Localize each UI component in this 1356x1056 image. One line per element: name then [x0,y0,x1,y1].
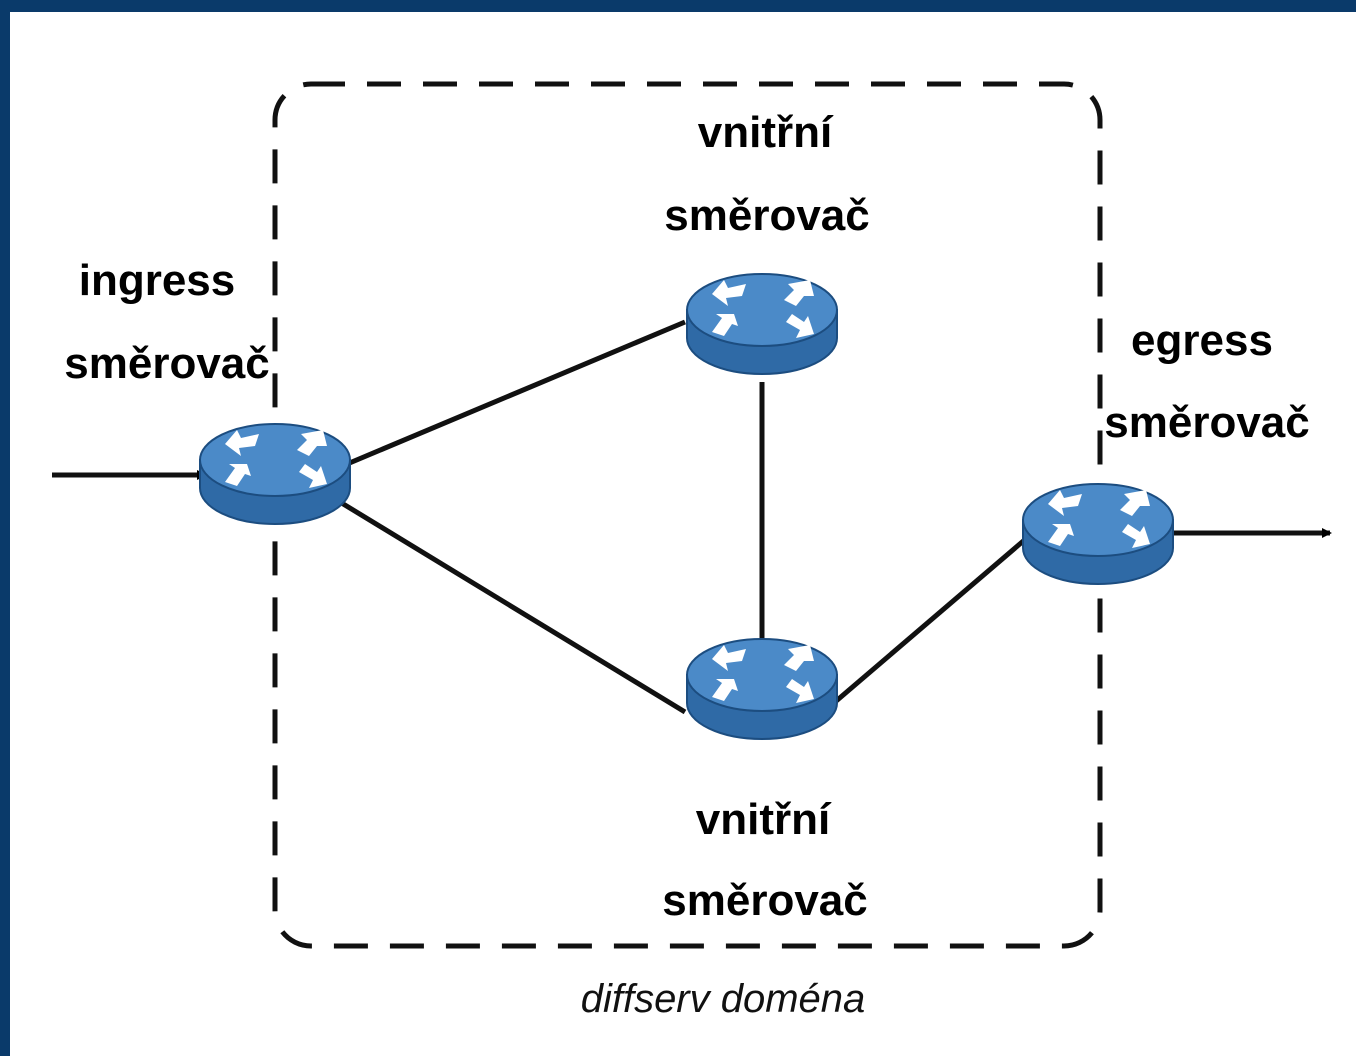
diagram-frame: ingress směrovač vnitřní směrovač vnitřn… [10,12,1356,1056]
link-ingress-to-inner-top [339,319,686,470]
ingress-router-icon [199,423,351,525]
egress-label-line1: egress [1131,316,1273,365]
ingress-label-line1: ingress [79,256,236,305]
inner-router-bottom-icon [686,638,838,740]
link-ingress-to-inner-bottom [338,499,687,715]
link-inner-bottom-to-egress [833,535,1030,704]
inner-bottom-label-line1: vnitřní [696,795,832,844]
ingress-label-line2: směrovač [64,339,269,388]
egress-label-line2: směrovač [1104,398,1309,447]
inner-top-label-line1: vnitřní [698,108,834,157]
inner-top-label-line2: směrovač [664,191,869,240]
inner-bottom-label-line2: směrovač [662,876,867,925]
domain-caption: diffserv doména [581,977,866,1021]
inner-router-top-icon [686,273,838,375]
egress-router-icon [1022,483,1174,585]
network-diagram: ingress směrovač vnitřní směrovač vnitřn… [52,81,1332,1021]
